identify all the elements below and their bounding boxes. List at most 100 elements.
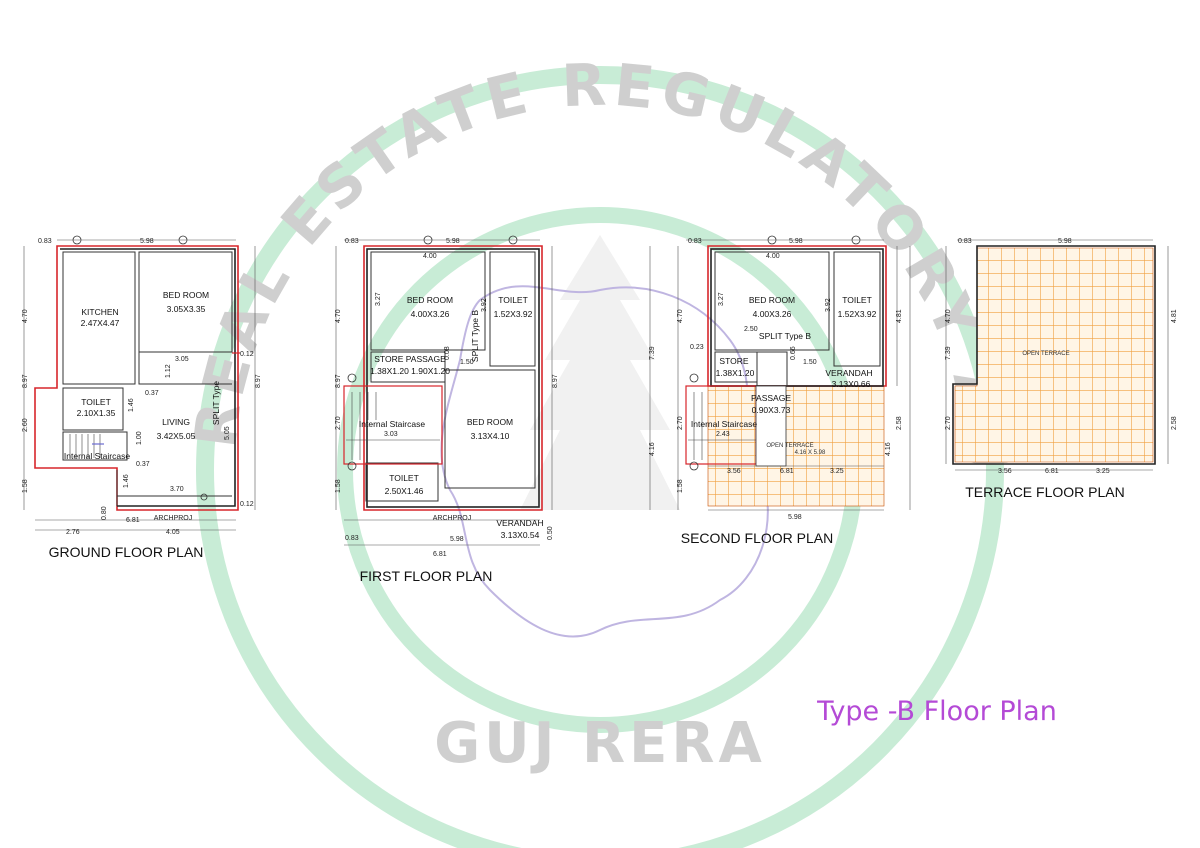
svg-text:2.70: 2.70 (335, 416, 342, 430)
svg-text:SPLIT Type B: SPLIT Type B (470, 310, 480, 362)
room-staircase: Internal Staircase (359, 419, 425, 429)
svg-text:1.52X3.92: 1.52X3.92 (494, 309, 533, 319)
svg-text:6.81: 6.81 (780, 468, 794, 475)
room-open-terrace: OPEN TERRACE (766, 443, 813, 449)
svg-text:5.05: 5.05 (224, 426, 231, 440)
svg-text:0.66: 0.66 (790, 346, 797, 360)
svg-text:6.81: 6.81 (1045, 468, 1059, 475)
svg-text:4.70: 4.70 (335, 309, 342, 323)
svg-text:3.42X5.05: 3.42X5.05 (157, 431, 196, 441)
svg-text:3.25: 3.25 (830, 468, 844, 475)
svg-text:1.12: 1.12 (165, 364, 172, 378)
svg-text:5.98: 5.98 (1058, 238, 1072, 245)
room-toilet: TOILET (81, 397, 111, 407)
svg-text:8.97: 8.97 (552, 374, 559, 388)
svg-text:1.50: 1.50 (460, 359, 474, 366)
room-verandah: VERANDAH (496, 518, 543, 528)
svg-text:3.92: 3.92 (481, 298, 488, 312)
svg-text:1.58: 1.58 (22, 479, 29, 493)
svg-text:5.98: 5.98 (788, 514, 802, 521)
first-floor-plan: 0.83 5.98 4.00 3.27 3.92 1.50 0.08 3.03 … (335, 235, 559, 584)
svg-text:7.39: 7.39 (945, 346, 952, 360)
svg-text:2.50: 2.50 (744, 326, 758, 333)
room-toilet-1: TOILET (498, 295, 528, 305)
svg-text:0.37: 0.37 (136, 461, 150, 468)
svg-text:4.00: 4.00 (423, 253, 437, 260)
svg-text:0.90X3.73: 0.90X3.73 (752, 405, 791, 415)
room-bedroom-2: BED ROOM (467, 417, 513, 427)
svg-text:3.13X4.10: 3.13X4.10 (471, 431, 510, 441)
svg-text:3.13X0.66: 3.13X0.66 (832, 379, 871, 389)
svg-text:3.92: 3.92 (825, 298, 832, 312)
svg-text:3.05: 3.05 (175, 356, 189, 363)
svg-text:2.10X1.35: 2.10X1.35 (77, 408, 116, 418)
svg-text:2.70: 2.70 (945, 416, 952, 430)
svg-text:0.37: 0.37 (145, 390, 159, 397)
svg-text:0.08: 0.08 (444, 346, 451, 360)
svg-text:2.58: 2.58 (896, 416, 903, 430)
svg-text:SPLIT Type: SPLIT Type (211, 381, 221, 425)
svg-text:4.16: 4.16 (649, 442, 656, 456)
svg-text:1.38X1.20 1.90X1.20: 1.38X1.20 1.90X1.20 (370, 366, 450, 376)
svg-text:6.81: 6.81 (126, 517, 140, 524)
svg-text:0.83: 0.83 (958, 238, 972, 245)
svg-text:4.81: 4.81 (896, 309, 903, 323)
svg-text:4.05: 4.05 (166, 529, 180, 536)
svg-text:0.12: 0.12 (240, 501, 254, 508)
svg-text:1.58: 1.58 (335, 479, 342, 493)
room-staircase: Internal Staircase (691, 419, 757, 429)
svg-text:0.83: 0.83 (688, 238, 702, 245)
svg-text:0.83: 0.83 (38, 238, 52, 245)
svg-text:5.98: 5.98 (789, 238, 803, 245)
svg-text:2.58: 2.58 (1171, 416, 1178, 430)
svg-text:2.43: 2.43 (716, 431, 730, 438)
room-living: LIVING (162, 417, 190, 427)
svg-text:3.03: 3.03 (384, 431, 398, 438)
svg-text:4.00X3.26: 4.00X3.26 (411, 309, 450, 319)
svg-text:1.46: 1.46 (123, 474, 130, 488)
svg-text:3.25: 3.25 (1096, 468, 1110, 475)
svg-text:3.70: 3.70 (170, 486, 184, 493)
svg-text:4.00X3.26: 4.00X3.26 (753, 309, 792, 319)
svg-text:4.16 X 5.98: 4.16 X 5.98 (795, 450, 826, 456)
svg-text:2.60: 2.60 (22, 418, 29, 432)
svg-text:0.12: 0.12 (240, 351, 254, 358)
ground-floor-plan: 0.83 5.98 4.70 8.97 2.60 1.58 8.97 5.05 … (22, 235, 262, 560)
svg-text:0.83: 0.83 (345, 238, 359, 245)
svg-text:7.39: 7.39 (649, 346, 656, 360)
svg-text:8.97: 8.97 (255, 374, 262, 388)
second-floor-title: SECOND FLOOR PLAN (681, 530, 833, 546)
svg-text:0.23: 0.23 (690, 344, 704, 351)
svg-text:SPLIT Type B: SPLIT Type B (759, 331, 811, 341)
svg-text:3.05X3.35: 3.05X3.35 (167, 304, 206, 314)
svg-text:4.70: 4.70 (945, 309, 952, 323)
svg-text:5.98: 5.98 (140, 238, 154, 245)
room-store: STORE (719, 356, 748, 366)
svg-text:2.47X4.47: 2.47X4.47 (81, 318, 120, 328)
svg-text:6.81: 6.81 (433, 551, 447, 558)
svg-text:0.83: 0.83 (345, 535, 359, 542)
svg-text:1.58: 1.58 (677, 479, 684, 493)
svg-text:ARCHPROJ: ARCHPROJ (154, 515, 193, 522)
svg-text:1.38X1.20: 1.38X1.20 (716, 368, 755, 378)
room-bedroom: BED ROOM (163, 290, 209, 300)
svg-text:3.27: 3.27 (718, 292, 725, 306)
svg-text:0.50: 0.50 (547, 526, 554, 540)
room-bedroom-1: BED ROOM (407, 295, 453, 305)
svg-text:8.97: 8.97 (335, 374, 342, 388)
room-passage: PASSAGE (751, 393, 791, 403)
room-toilet: TOILET (842, 295, 872, 305)
room-bedroom: BED ROOM (749, 295, 795, 305)
svg-text:8.97: 8.97 (22, 374, 29, 388)
svg-text:2.50X1.46: 2.50X1.46 (385, 486, 424, 496)
room-verandah: VERANDAH (825, 368, 872, 378)
svg-text:5.98: 5.98 (450, 536, 464, 543)
room-toilet-2: TOILET (389, 473, 419, 483)
svg-text:1.52X3.92: 1.52X3.92 (838, 309, 877, 319)
ground-floor-title: GROUND FLOOR PLAN (49, 544, 204, 560)
svg-text:3.13X0.54: 3.13X0.54 (501, 530, 540, 540)
svg-text:2.76: 2.76 (66, 529, 80, 536)
terrace-floor-title: TERRACE FLOOR PLAN (965, 484, 1124, 500)
room-open-terrace: OPEN TERRACE (1022, 351, 1069, 357)
